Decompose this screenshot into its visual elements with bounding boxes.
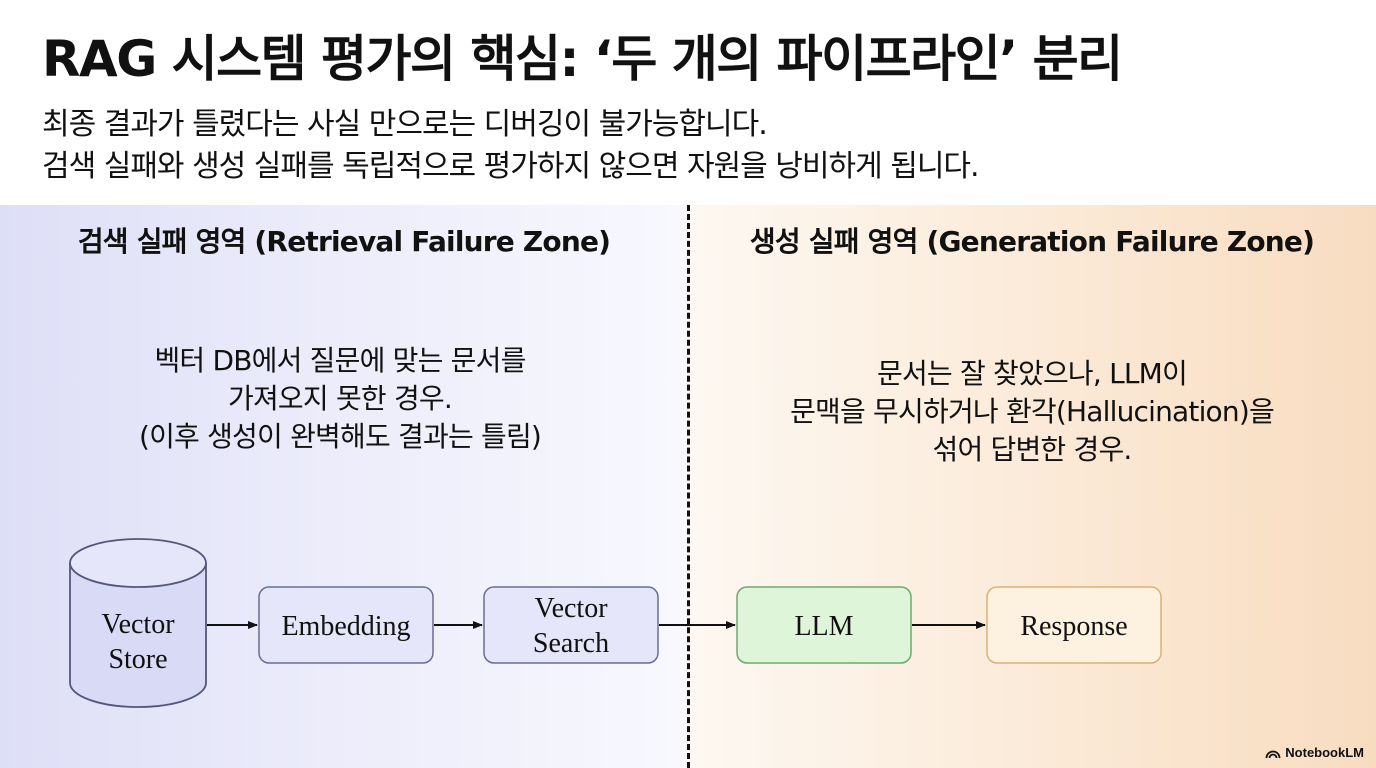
- brand-label: NotebookLM: [1285, 745, 1364, 760]
- page-subtitle: 최종 결과가 틀렸다는 사실 만으로는 디버깅이 불가능합니다. 검색 실패와 …: [42, 104, 980, 188]
- retrieval-zone-description: 벡터 DB에서 질문에 맞는 문서를 가져오지 못한 경우. (이후 생성이 완…: [40, 342, 640, 456]
- generation-desc-line: 문맥을 무시하거나 환각(Hallucination)을: [790, 395, 1275, 428]
- retrieval-zone-title: 검색 실패 영역 (Retrieval Failure Zone): [77, 225, 611, 258]
- vector-search-label-line-2: Search: [533, 628, 609, 659]
- generation-desc-line: 문서는 잘 찾았으나, LLM이: [876, 357, 1188, 390]
- vector-store-label-line-1: Vector: [101, 609, 175, 640]
- embedding-node: Embedding: [258, 586, 434, 664]
- notebooklm-watermark: NotebookLM: [1265, 745, 1364, 760]
- page-title: RAG 시스템 평가의 핵심: ‘두 개의 파이프라인’ 분리: [42, 30, 1123, 88]
- generation-zone-background: [688, 205, 1376, 768]
- generation-zone-title: 생성 실패 영역 (Generation Failure Zone): [749, 225, 1315, 258]
- retrieval-desc-line: 벡터 DB에서 질문에 맞는 문서를: [154, 344, 526, 377]
- llm-node: LLM: [736, 586, 912, 664]
- notebooklm-logo-icon: [1265, 750, 1281, 758]
- zone-divider: [687, 205, 690, 768]
- retrieval-desc-line: (이후 생성이 완벽해도 결과는 틀림): [138, 420, 542, 453]
- subtitle-line-2: 검색 실패와 생성 실패를 독립적으로 평가하지 않으면 자원을 낭비하게 됩니…: [42, 149, 980, 184]
- subtitle-line-1: 최종 결과가 틀렸다는 사실 만으로는 디버깅이 불가능합니다.: [42, 107, 768, 142]
- generation-zone-description: 문서는 잘 찾았으나, LLM이 문맥을 무시하거나 환각(Hallucinat…: [708, 355, 1356, 469]
- response-node: Response: [986, 586, 1162, 664]
- llm-label: LLM: [794, 611, 853, 642]
- retrieval-desc-line: 가져오지 못한 경우.: [228, 382, 453, 415]
- vector-store-label-line-2: Store: [108, 644, 167, 675]
- vector-search-label-line-1: Vector: [534, 593, 608, 624]
- response-label: Response: [1020, 611, 1127, 642]
- vector-store-node: Vector Store: [69, 538, 207, 708]
- embedding-label: Embedding: [281, 611, 410, 642]
- vector-search-node: Vector Search: [483, 586, 659, 664]
- generation-desc-line: 섞어 답변한 경우.: [932, 433, 1132, 466]
